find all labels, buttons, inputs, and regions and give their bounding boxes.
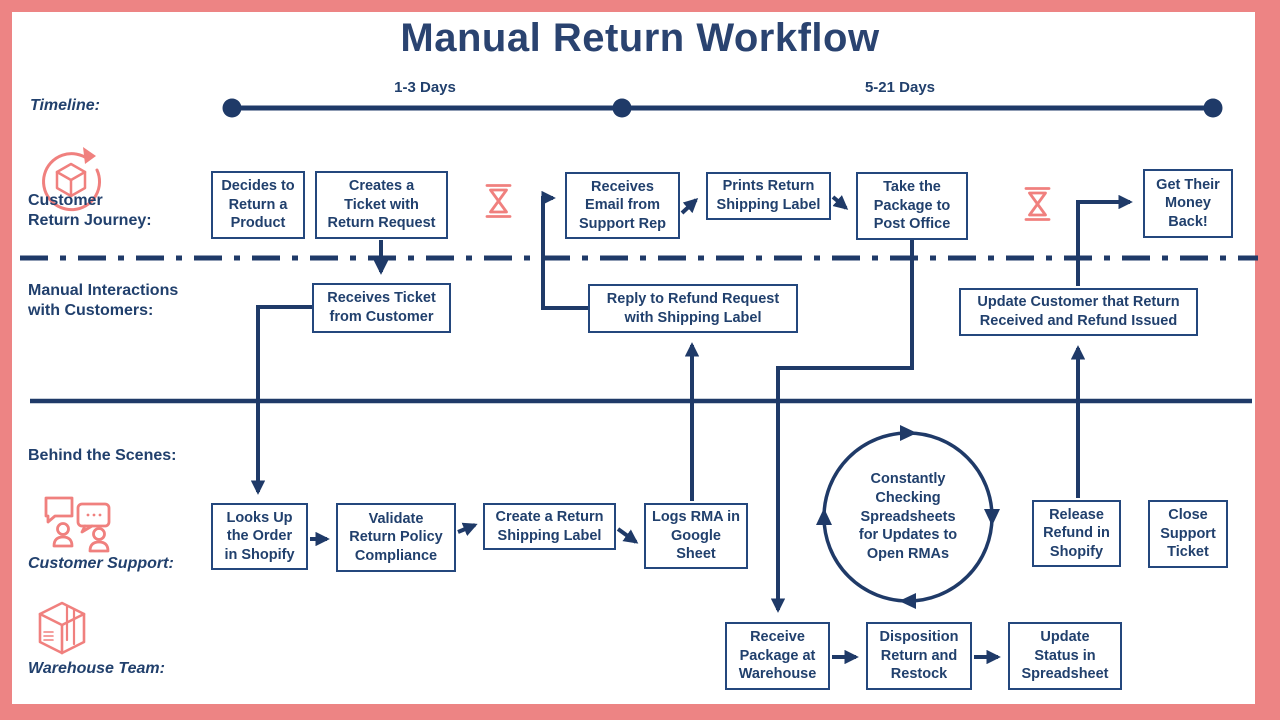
flow-arrows (250, 190, 1133, 665)
node-creates-ticket: Creates a Ticket with Return Request (315, 171, 448, 239)
node-receives-ticket: Receives Ticket from Customer (312, 283, 451, 333)
lane-label-customer-return-journey: Customer Return Journey: (28, 192, 152, 229)
chat-people-icon (44, 496, 111, 553)
package-box-icon (38, 601, 86, 655)
node-cycle-checking-spreadsheets: Constantly Checking Spreadsheets for Upd… (858, 470, 958, 563)
node-receives-email: Receives Email from Support Rep (565, 172, 680, 239)
node-looks-up-order: Looks Up the Order in Shopify (211, 503, 308, 570)
lane-label-behind-the-scenes: Behind the Scenes: (28, 447, 177, 464)
node-decides-to-return: Decides to Return a Product (211, 171, 305, 239)
hourglass-icon (1024, 187, 1051, 221)
node-close-ticket: Close Support Ticket (1148, 500, 1228, 568)
timeline-segment-1-label: 1-3 Days (394, 79, 456, 96)
node-create-label: Create a Return Shipping Label (483, 503, 616, 550)
node-validate-policy: Validate Return Policy Compliance (336, 503, 456, 572)
arrow-validate-to-createlabel (457, 522, 478, 537)
node-get-money-back: Get Their Money Back! (1143, 169, 1233, 238)
package-return-icon (42, 147, 102, 212)
timeline-bar (222, 98, 1223, 118)
lane-label-customer-support: Customer Support: (28, 555, 174, 572)
page-title: Manual Return Workflow (400, 16, 880, 60)
node-reply-refund: Reply to Refund Request with Shipping La… (588, 284, 798, 333)
arrow-reply-to-receivesemail (541, 190, 588, 310)
lane-label-timeline: Timeline: (30, 97, 100, 114)
node-logs-rma: Logs RMA in Google Sheet (644, 503, 748, 569)
timeline-segment-2-label: 5-21 Days (864, 79, 936, 96)
arrow-receivesticket-to-looksup (250, 305, 312, 495)
arrow-receivesemail-to-prints (680, 198, 699, 215)
node-update-customer: Update Customer that Return Received and… (959, 288, 1198, 336)
arrow-createlabel-to-logsrma (616, 527, 639, 544)
node-update-status: Update Status in Spreadsheet (1008, 622, 1122, 690)
white-canvas (12, 12, 1255, 704)
lane-label-manual-interactions: Manual Interactions with Customers: (28, 282, 179, 319)
node-disposition: Disposition Return and Restock (866, 622, 972, 690)
arrow-updatecustomer-to-money (1076, 194, 1133, 286)
node-release-refund: Release Refund in Shopify (1032, 500, 1121, 567)
node-receive-package: Receive Package at Warehouse (725, 622, 830, 690)
hourglass-icon (485, 184, 512, 218)
arrow-prints-to-takepackage (831, 195, 849, 210)
cycle-loop (816, 425, 1000, 609)
node-prints-label: Prints Return Shipping Label (706, 172, 831, 220)
arrow-takepackage-to-receivepkg (770, 240, 914, 613)
node-take-package: Take the Package to Post Office (856, 172, 968, 240)
lane-label-warehouse-team: Warehouse Team: (28, 660, 165, 677)
